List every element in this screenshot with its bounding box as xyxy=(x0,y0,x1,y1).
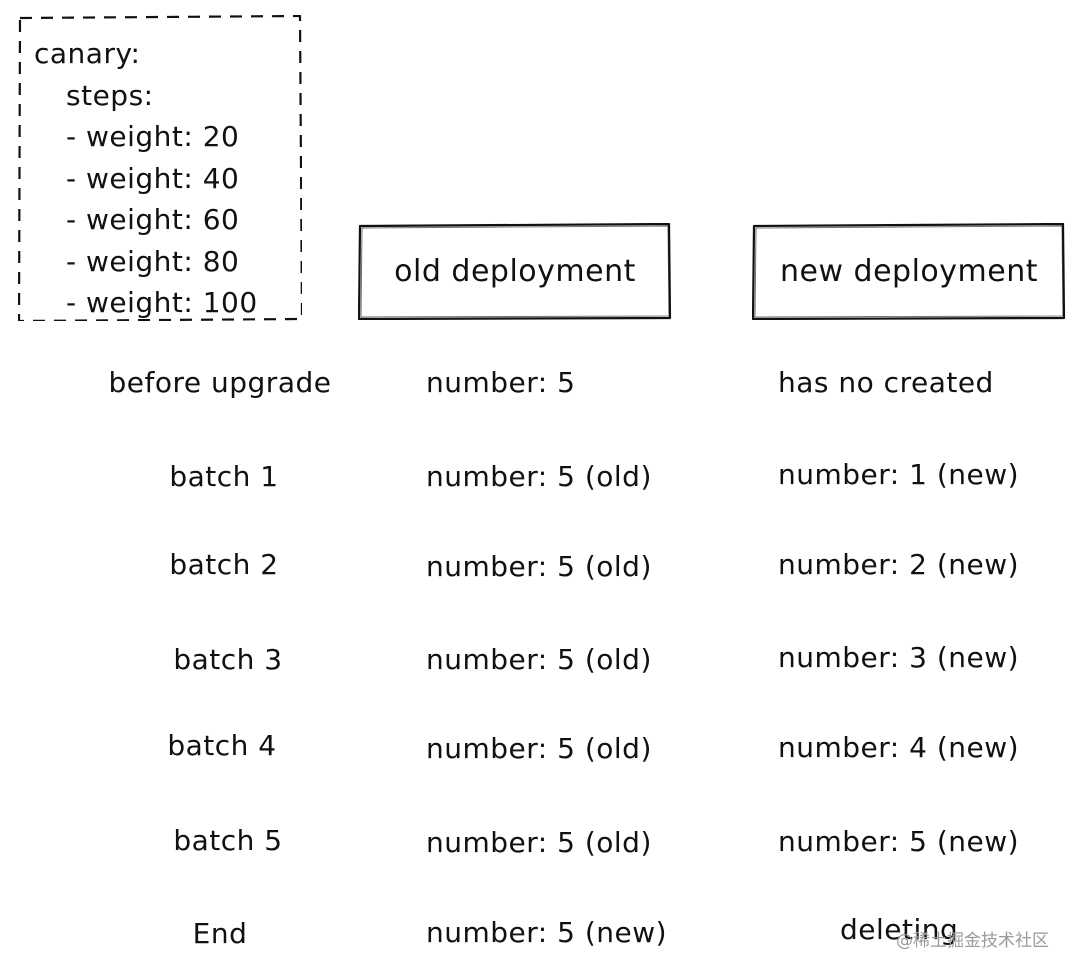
config-line-canary: canary: xyxy=(34,37,141,70)
new-deployment-header: new deployment xyxy=(752,223,1066,320)
old-count-batch-1: number: 5 (old) xyxy=(426,460,652,493)
config-line-weight-100: - weight: 100 xyxy=(66,286,258,319)
new-status-end: deleting xyxy=(840,913,959,946)
old-count-batch-5: number: 5 (old) xyxy=(426,826,652,859)
stage-batch-1: batch 1 xyxy=(169,460,279,493)
new-count-before-upgrade: has no created xyxy=(778,366,994,399)
stage-before-upgrade: before upgrade xyxy=(108,366,332,399)
config-yaml: canary: steps: - weight: 20 - weight: 40… xyxy=(34,33,258,324)
box-border xyxy=(752,223,1066,320)
config-line-steps: steps: xyxy=(66,78,154,112)
new-count-batch-3: number: 3 (new) xyxy=(778,641,1020,674)
old-count-before-upgrade: number: 5 xyxy=(426,366,576,399)
old-deployment-label: old deployment xyxy=(394,254,636,289)
old-count-batch-4: number: 5 (old) xyxy=(426,732,652,765)
stage-batch-4: batch 4 xyxy=(167,729,277,762)
stage-batch-3: batch 3 xyxy=(173,643,283,676)
watermark: @稀土掘金技术社区 xyxy=(896,931,1049,951)
dashed-border xyxy=(18,15,302,321)
old-count-end: number: 5 (new) xyxy=(426,916,668,949)
new-count-batch-2: number: 2 (new) xyxy=(778,548,1020,581)
new-deployment-label: new deployment xyxy=(780,254,1038,289)
config-line-weight-40: - weight: 40 xyxy=(66,161,240,195)
config-line-weight-60: - weight: 60 xyxy=(66,203,240,236)
new-count-batch-1: number: 1 (new) xyxy=(778,458,1020,491)
config-line-weight-20: - weight: 20 xyxy=(66,120,240,153)
old-count-batch-2: number: 5 (old) xyxy=(426,550,652,583)
old-count-batch-3: number: 5 (old) xyxy=(426,643,652,676)
new-count-batch-4: number: 4 (new) xyxy=(778,731,1020,764)
old-deployment-header: old deployment xyxy=(358,223,672,320)
stage-batch-5: batch 5 xyxy=(173,824,283,857)
canary-config-box: canary: steps: - weight: 20 - weight: 40… xyxy=(18,15,302,321)
config-line-weight-80: - weight: 80 xyxy=(66,244,240,278)
stage-batch-2: batch 2 xyxy=(169,548,279,581)
stage-end: End xyxy=(192,917,248,950)
box-border xyxy=(358,223,672,320)
new-count-batch-5: number: 5 (new) xyxy=(778,825,1020,858)
